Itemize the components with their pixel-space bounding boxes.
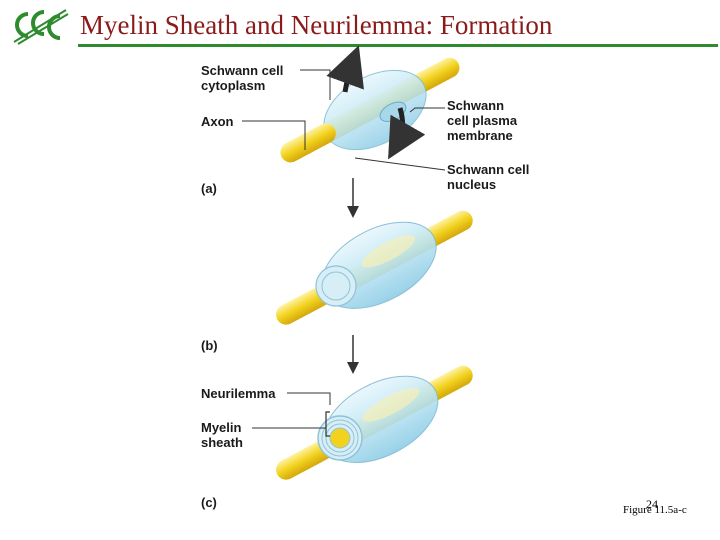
myelin-layers <box>317 415 363 461</box>
panel-b-illustration <box>276 210 473 325</box>
label-schwann-cell-nucleus: Schwann cell nucleus <box>447 162 530 192</box>
label-neurilemma: Neurilemma <box>201 386 276 401</box>
schwann-cell-b <box>321 221 437 309</box>
panel-a-illustration <box>280 45 460 163</box>
leader-lines <box>242 69 446 429</box>
slide-title: Myelin Sheath and Neurilemma: Formation <box>80 10 553 40</box>
figure-reference: Figure 11.5a-c <box>623 504 687 516</box>
page-number: 24 <box>646 497 658 511</box>
rotation-arrow-up <box>326 45 364 93</box>
panel-label-a: (a) <box>201 181 217 196</box>
label-axon: Axon <box>201 114 234 129</box>
label-schwann-cell-cytoplasm: Schwann cell cytoplasm <box>201 63 284 93</box>
label-myelin-sheath: Myelin sheath <box>201 420 243 450</box>
panel-label-c: (c) <box>201 495 217 510</box>
panel-label-b: (b) <box>201 338 218 353</box>
logo-letter-c-2 <box>31 10 45 36</box>
title-underline <box>78 44 718 47</box>
college-logo <box>13 9 69 45</box>
rotation-arrow-down <box>388 107 426 160</box>
panel-c-illustration <box>276 365 473 480</box>
label-schwann-cell-plasma-membrane: Schwann cell plasma membrane <box>447 98 518 143</box>
myelin-bracket <box>325 411 330 437</box>
